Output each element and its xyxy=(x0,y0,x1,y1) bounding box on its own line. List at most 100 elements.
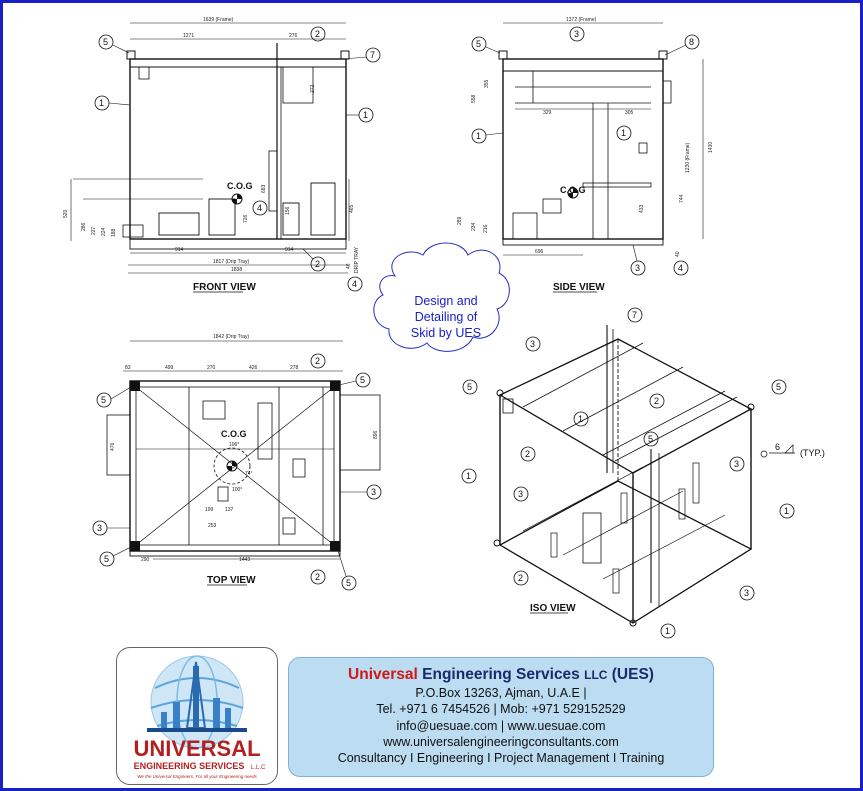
side-dim: 289 xyxy=(457,216,463,225)
front-dim: 914 xyxy=(285,247,294,253)
iso-callout: 3 xyxy=(744,588,749,598)
front-dim: 520 xyxy=(63,209,69,218)
front-dim: 1838 xyxy=(231,267,242,273)
front-dim: 156 xyxy=(285,206,291,215)
top-dim: 476 xyxy=(110,442,116,451)
top-dim: 137 xyxy=(225,507,234,513)
top-dim: 278 xyxy=(290,365,299,371)
top-callout: 5 xyxy=(346,578,351,588)
front-dim: 46 xyxy=(346,263,352,269)
cloud-line: Design and xyxy=(414,294,477,308)
logo-llc: L.L.C xyxy=(251,765,266,771)
iso-callouts: 3 7 5 1 2 5 2 5 3 1 3 1 2 3 1 xyxy=(461,307,795,639)
iso-callout: 1 xyxy=(665,626,670,636)
side-dim: 329 xyxy=(543,110,552,116)
top-dim: 290 xyxy=(141,557,150,563)
side-callout: 5 xyxy=(476,39,481,49)
side-dim: 216 xyxy=(483,224,489,233)
company-address: P.O.Box 13263, Ajman, U.A.E | xyxy=(415,686,587,701)
logo-graphic: UNIVERSAL ENGINEERING SERVICES L.L.C We … xyxy=(133,655,266,779)
iso-callout: 5 xyxy=(776,382,781,392)
side-dim: 234 xyxy=(471,222,477,231)
front-dim: DRIP TRAY xyxy=(354,246,360,273)
top-dim: 499 xyxy=(165,365,174,371)
iso-callout: 1 xyxy=(784,506,789,516)
top-dim: 74° xyxy=(245,471,253,477)
iso-view-label: ISO VIEW xyxy=(530,603,576,614)
top-dim: 100° xyxy=(232,487,242,493)
iso-callout: 5 xyxy=(467,382,472,392)
top-callout: 3 xyxy=(371,487,376,497)
company-name: Universal Engineering Services LLC (UES) xyxy=(289,666,713,683)
top-dim: 106° xyxy=(229,442,239,448)
top-cog-label: C.O.G xyxy=(221,429,247,439)
front-callout: 1 xyxy=(99,98,104,108)
side-callout: 1 xyxy=(476,131,481,141)
iso-callout: 1 xyxy=(466,471,471,481)
front-view-label: FRONT VIEW xyxy=(193,282,256,293)
front-callout: 2 xyxy=(315,259,320,269)
side-dim: 744 xyxy=(679,194,685,203)
side-dim: 696 xyxy=(535,249,544,255)
front-dim: 1271 xyxy=(183,33,194,39)
iso-callout: 2 xyxy=(525,449,530,459)
cloud-line: Skid by UES xyxy=(411,326,481,340)
side-dim: 305 xyxy=(625,110,634,116)
company-logo: UNIVERSAL ENGINEERING SERVICES L.L.C We … xyxy=(116,647,278,785)
top-dim: 253 xyxy=(208,523,217,529)
side-callout: 8 xyxy=(689,37,694,47)
front-dim: 914 xyxy=(175,247,184,253)
side-dim: 1230 (Frame) xyxy=(685,142,691,173)
top-callout: 5 xyxy=(360,375,365,385)
front-dim: 188 xyxy=(111,228,117,237)
side-view-label: SIDE VIEW xyxy=(553,282,605,293)
front-callout: 4 xyxy=(257,203,262,213)
design-cloud: Design and Detailing of Skid by UES xyxy=(373,242,510,352)
side-callout: 3 xyxy=(574,29,579,39)
iso-callout: 1 xyxy=(578,414,583,424)
iso-callout: 3 xyxy=(734,459,739,469)
side-dim: 433 xyxy=(639,204,645,213)
front-dim: 683 xyxy=(261,184,267,193)
iso-callout: 3 xyxy=(530,339,535,349)
front-callout: 5 xyxy=(103,37,108,47)
company-services: Consultancy I Engineering I Project Mana… xyxy=(337,751,665,766)
top-dim: 270 xyxy=(207,365,216,371)
skid-drawing: 1639 (Frame) 1271 276 272 683 C.O.G 520 … xyxy=(63,17,825,639)
top-callout: 5 xyxy=(104,554,109,564)
front-callout: 7 xyxy=(370,50,375,60)
company-abbr: (UES) xyxy=(607,666,654,683)
side-dim: 1372 (Frame) xyxy=(566,17,597,23)
side-dim: 355 xyxy=(484,79,490,88)
company-name-red: Universal xyxy=(348,666,418,683)
front-callout: 1 xyxy=(363,110,368,120)
company-email-web[interactable]: info@uesuae.com | www.uesuae.com xyxy=(396,718,606,733)
front-dim: 276 xyxy=(289,33,298,39)
iso-callout: 7 xyxy=(632,310,637,320)
iso-callout: 2 xyxy=(518,573,523,583)
iso-view: 6 (TYP.) 3 7 5 1 2 5 2 5 3 1 3 1 2 3 1 I… xyxy=(461,307,825,639)
front-dim: 1817 (Drip Tray) xyxy=(213,259,249,265)
front-cog-label: C.O.G xyxy=(227,181,253,191)
top-view-label: TOP VIEW xyxy=(207,575,256,586)
top-dim: 83 xyxy=(125,365,131,371)
front-view: 1639 (Frame) 1271 276 272 683 C.O.G 520 … xyxy=(63,17,381,293)
top-dim: 199 xyxy=(205,507,214,513)
side-dim: 1430 xyxy=(708,142,714,153)
side-callout: 1 xyxy=(621,128,626,138)
side-view: 1372 (Frame) 355 558 329 305 1230 (Frame… xyxy=(457,17,714,293)
front-dim: 465 xyxy=(349,204,355,213)
side-dim: 40 xyxy=(675,251,681,257)
cloud-line: Detailing of xyxy=(415,310,478,324)
front-dim: 272 xyxy=(310,84,316,93)
logo-tagline: We the Universal Engineers, For all your… xyxy=(137,774,257,779)
iso-callout: 3 xyxy=(518,489,523,499)
top-callout: 2 xyxy=(315,356,320,366)
front-dim: 224 xyxy=(101,227,107,236)
iso-weld-typ: (TYP.) xyxy=(800,448,825,458)
logo-name: UNIVERSAL xyxy=(133,736,260,761)
iso-callout: 5 xyxy=(648,434,653,444)
top-dim: 1443 xyxy=(239,557,250,563)
company-website[interactable]: www.universalengineeringconsultants.com xyxy=(383,734,619,749)
top-callout: 2 xyxy=(315,572,320,582)
